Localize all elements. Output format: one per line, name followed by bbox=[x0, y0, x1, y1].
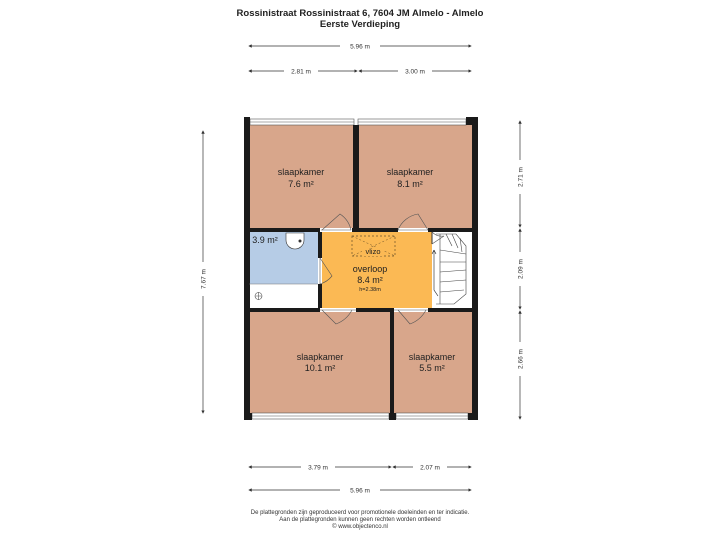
wall-lower-b bbox=[356, 308, 394, 312]
dim-top-total-label: 5.96 m bbox=[350, 44, 370, 51]
dim-right-bottom-label: 2.66 m bbox=[518, 349, 525, 369]
plan-floor-name: Eerste Verdieping bbox=[319, 19, 401, 30]
dim-top-right-label: 3.00 m bbox=[405, 69, 425, 76]
landing-area: 8.4 m² bbox=[357, 275, 383, 285]
door-bedroom-top-left bbox=[321, 213, 352, 231]
wall-lower-a bbox=[244, 308, 320, 312]
room-landing bbox=[322, 232, 432, 308]
room-bathroom bbox=[249, 232, 318, 284]
wall-bath-top bbox=[244, 228, 322, 232]
tap-icon bbox=[298, 239, 302, 243]
bedroom-top-right-name: slaapkamer bbox=[387, 167, 434, 177]
door-bedroom-top-right bbox=[397, 213, 429, 231]
doors bbox=[318, 213, 445, 325]
dim-bottom-right-label: 2.07 m bbox=[420, 465, 440, 472]
bathroom-area: 3.9 m² bbox=[252, 235, 278, 245]
door-bedroom-bottom-left bbox=[321, 309, 353, 325]
wall-left bbox=[244, 117, 250, 420]
bedroom-bottom-left-name: slaapkamer bbox=[297, 352, 344, 362]
disclaimer-line-2: Aan de plattegronden kunnen geen rechten… bbox=[279, 517, 441, 523]
attic-hatch-label: vlizo bbox=[365, 247, 380, 256]
dim-left-total-label: 7.67 m bbox=[201, 269, 208, 289]
room-bedroom-bottom-right bbox=[394, 312, 472, 413]
bedroom-top-left-name: slaapkamer bbox=[278, 167, 325, 177]
shower-drain-icon bbox=[255, 292, 262, 300]
disclaimer-line-1: De plattegronden zijn geproduceerd voor … bbox=[250, 510, 470, 516]
bedroom-bottom-right-name: slaapkamer bbox=[409, 352, 456, 362]
plan-address: Rossinistraat Rossinistraat 6, 7604 JM A… bbox=[236, 8, 484, 19]
bedroom-bottom-left-area: 10.1 m² bbox=[305, 363, 336, 373]
dim-right-middle-label: 2.09 m bbox=[518, 259, 525, 279]
bathroom-fixtures bbox=[249, 232, 318, 300]
dim-top-left-label: 2.81 m bbox=[291, 69, 311, 76]
wall-right bbox=[472, 117, 478, 420]
door-bedroom-bottom-right bbox=[397, 309, 427, 325]
wall-landing-top-a bbox=[322, 228, 398, 232]
staircase-icon bbox=[431, 233, 467, 305]
wall-bottom-middle bbox=[390, 312, 394, 413]
dim-right-top-label: 2.71 m bbox=[518, 167, 525, 187]
landing-name: overloop bbox=[353, 264, 388, 274]
room-bedroom-top-left bbox=[249, 125, 353, 228]
wall-lower-c bbox=[428, 308, 472, 312]
landing-height: h=2.38m bbox=[359, 287, 381, 293]
copyright-link[interactable]: © www.objectenco.nl bbox=[332, 524, 388, 530]
dim-bottom-total-label: 5.96 m bbox=[350, 488, 370, 495]
door-stairwell bbox=[431, 231, 445, 245]
bedroom-top-left-area: 7.6 m² bbox=[288, 179, 314, 189]
bedroom-top-right-area: 8.1 m² bbox=[397, 179, 423, 189]
room-bedroom-top-right bbox=[359, 125, 472, 228]
washbasin-icon bbox=[285, 232, 305, 250]
bedroom-bottom-right-area: 5.5 m² bbox=[419, 363, 445, 373]
wall-landing-top-b bbox=[428, 228, 472, 232]
door-bathroom bbox=[319, 257, 333, 285]
wall-top-middle bbox=[353, 125, 359, 228]
dim-bottom-left-label: 3.79 m bbox=[308, 465, 328, 472]
room-bedroom-bottom-left bbox=[249, 312, 390, 413]
attic-hatch: vlizo bbox=[351, 235, 396, 257]
